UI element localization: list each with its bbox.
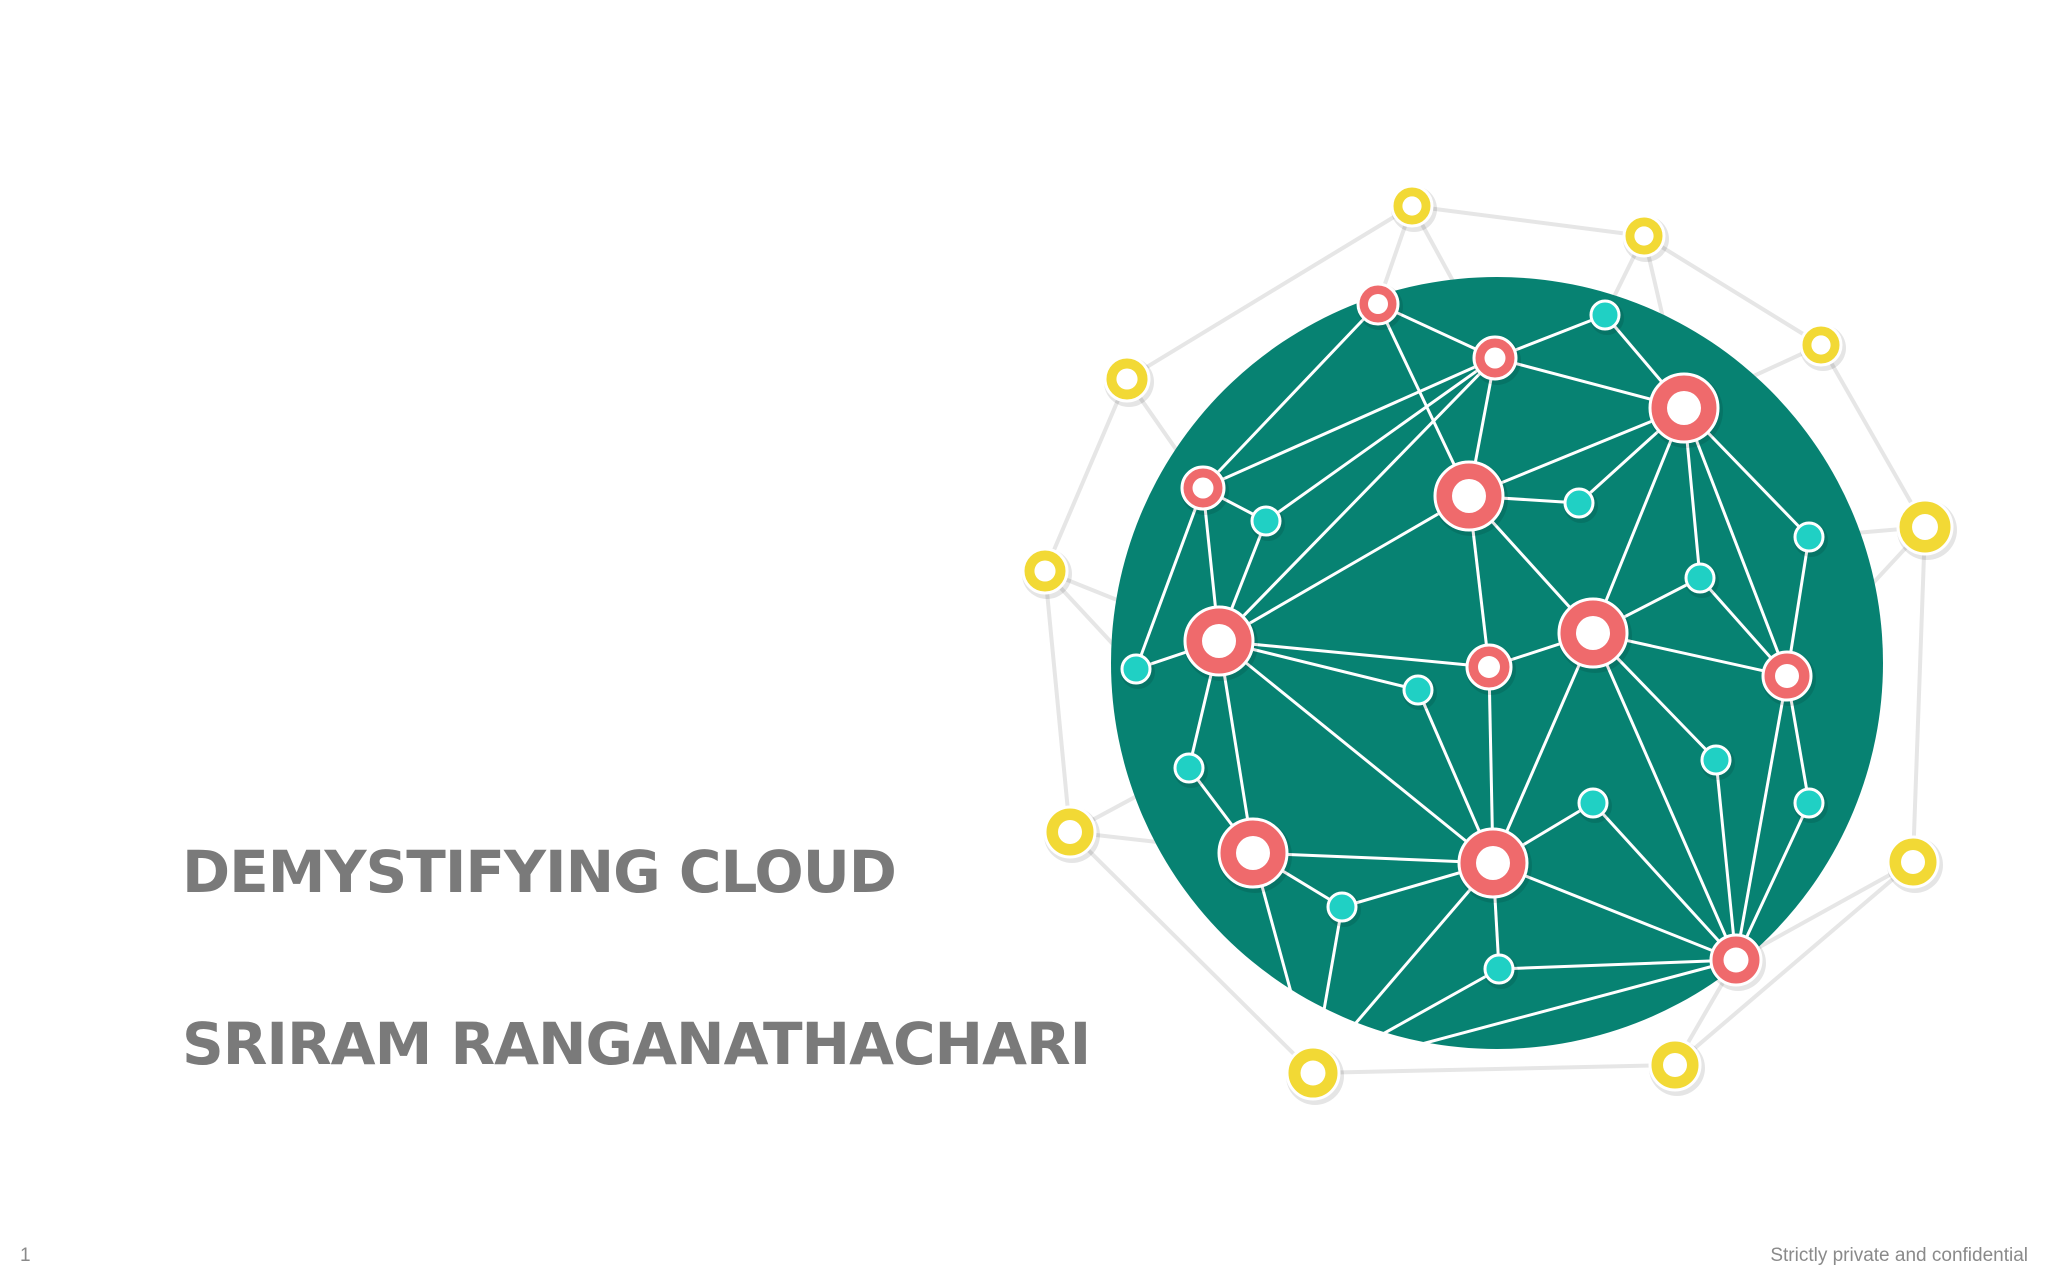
network-link xyxy=(1043,378,1129,572)
slide-number: 1 xyxy=(20,1245,31,1266)
link-node xyxy=(1120,653,1155,689)
edge-node xyxy=(1021,547,1072,599)
network-link xyxy=(1911,526,1927,863)
network-link xyxy=(1734,675,1789,961)
network-link xyxy=(1218,494,1470,643)
network-link xyxy=(1312,1063,1676,1075)
network-link xyxy=(1217,640,1255,854)
link-node xyxy=(1684,562,1719,598)
network-link xyxy=(1068,830,1315,1075)
network-link xyxy=(1202,356,1496,490)
link-node xyxy=(1563,487,1598,523)
edge-node xyxy=(1886,835,1943,893)
edge-node xyxy=(1622,214,1669,262)
edge-node xyxy=(1103,355,1154,407)
network-link xyxy=(1642,234,1823,347)
network-link xyxy=(1252,851,1494,865)
edge-node xyxy=(1648,1038,1705,1096)
hub-node xyxy=(1709,933,1766,991)
network-link xyxy=(1591,801,1738,962)
edge-node xyxy=(1285,1045,1344,1105)
network-link xyxy=(1591,407,1686,634)
hub-node xyxy=(1761,650,1816,706)
network-link xyxy=(1491,632,1595,864)
hub-node xyxy=(1557,597,1632,673)
network-globe-icon xyxy=(1021,184,1957,1105)
network-link xyxy=(1411,204,1645,238)
network-link xyxy=(1735,860,1914,962)
network-link xyxy=(1468,406,1685,498)
network-link xyxy=(1043,570,1072,833)
link-node xyxy=(1173,752,1208,788)
hub-node xyxy=(1217,817,1292,893)
network-link xyxy=(1819,344,1927,528)
link-node xyxy=(1700,744,1735,780)
link-node xyxy=(1402,674,1437,710)
network-link xyxy=(1265,356,1496,523)
network-link xyxy=(1591,632,1738,961)
network-link xyxy=(1734,802,1811,961)
hub-node xyxy=(1433,460,1508,536)
network-link xyxy=(1714,759,1738,961)
network-link xyxy=(1218,639,1494,865)
hub-node xyxy=(1465,643,1516,695)
link-node xyxy=(1250,505,1285,541)
network-link xyxy=(1492,861,1737,962)
edge-node xyxy=(1896,498,1957,560)
link-node xyxy=(1483,953,1518,989)
hub-node xyxy=(1472,335,1521,385)
network-link xyxy=(1498,958,1737,971)
link-node xyxy=(1577,787,1612,823)
network-link xyxy=(1134,487,1205,670)
network-link xyxy=(1673,860,1915,1067)
link-node xyxy=(1793,521,1828,557)
network-link xyxy=(1312,967,1500,1075)
link-node xyxy=(1589,299,1624,335)
hub-node xyxy=(1457,827,1532,903)
hub-node xyxy=(1356,282,1403,330)
link-node xyxy=(1793,787,1828,823)
network-link xyxy=(1682,407,1789,677)
network-link xyxy=(1218,639,1490,669)
edge-node xyxy=(1043,805,1100,863)
slide-title: DEMYSTIFYING CLOUD xyxy=(182,838,897,906)
network-link xyxy=(1311,862,1495,1074)
hub-node xyxy=(1180,465,1229,515)
network-link xyxy=(1311,906,1344,1074)
edge-node xyxy=(1390,184,1437,232)
hub-node xyxy=(1183,605,1258,681)
network-link xyxy=(1125,204,1414,381)
author-name: SRIRAM RANGANATHACHARI xyxy=(182,1010,1091,1078)
network-link xyxy=(1251,852,1315,1074)
link-node xyxy=(1326,891,1361,927)
hub-node xyxy=(1648,372,1723,448)
network-link xyxy=(1201,302,1380,490)
confidentiality-footer: Strictly private and confidential xyxy=(1770,1245,2028,1266)
edge-node xyxy=(1799,323,1846,371)
network-link xyxy=(1312,958,1737,1075)
network-link xyxy=(1217,356,1497,643)
